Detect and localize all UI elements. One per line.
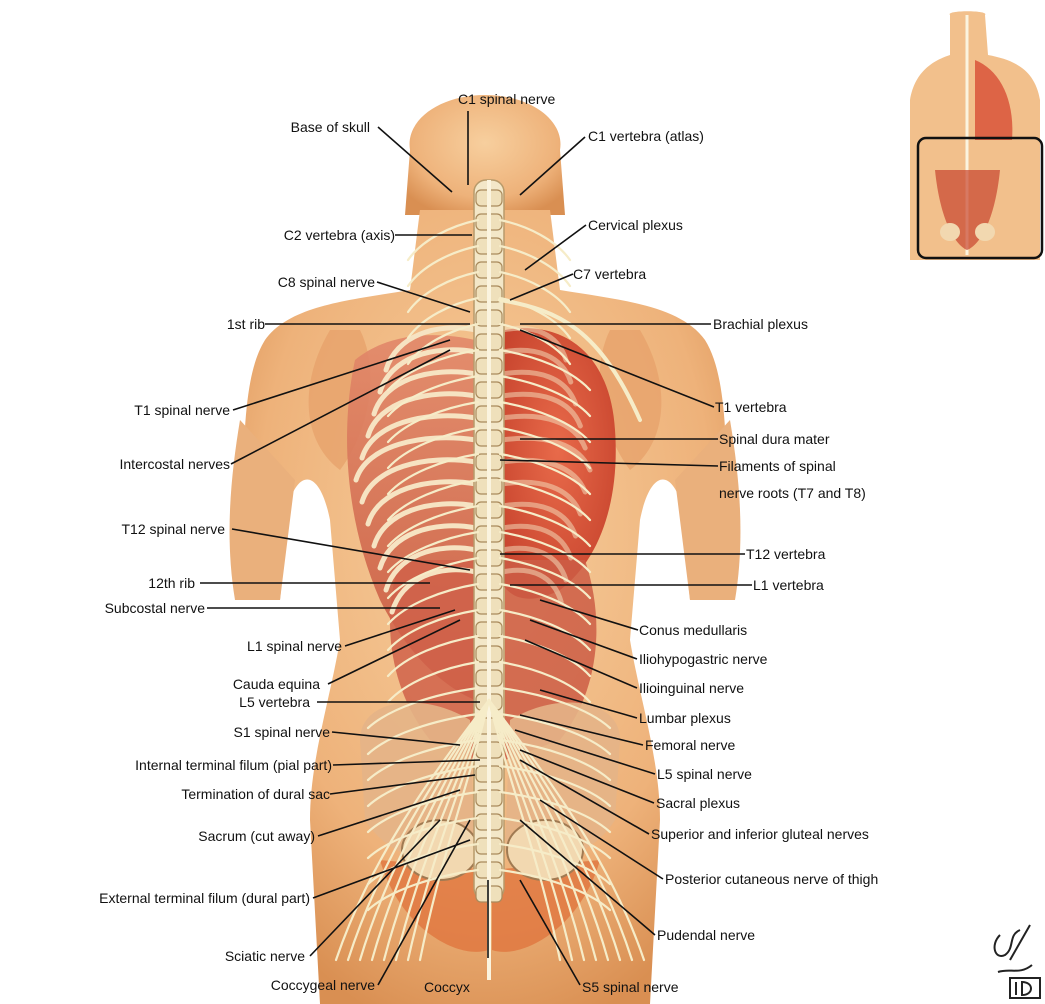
- label-posterior-cutaneous-nerve: Posterior cutaneous nerve of thigh: [665, 871, 878, 887]
- label-intercostal-nerves: Intercostal nerves: [120, 456, 231, 472]
- label-l1-vertebra: L1 vertebra: [753, 577, 824, 593]
- label-base-of-skull: Base of skull: [291, 119, 370, 135]
- label-lumbar-plexus: Lumbar plexus: [639, 710, 731, 726]
- label-ilioinguinal-nerve: Ilioinguinal nerve: [639, 680, 744, 696]
- label-c7-vertebra: C7 vertebra: [573, 266, 646, 282]
- label-pudendal-nerve: Pudendal nerve: [657, 927, 755, 943]
- label-filaments-spinal-2: nerve roots (T7 and T8): [719, 485, 866, 501]
- label-external-terminal-filum: External terminal filum (dural part): [99, 890, 310, 906]
- torso-thumbnail-icon: [905, 5, 1045, 275]
- label-cervical-plexus: Cervical plexus: [588, 217, 683, 233]
- label-l1-spinal-nerve: L1 spinal nerve: [247, 638, 342, 654]
- label-cauda-equina: Cauda equina: [233, 676, 320, 692]
- label-coccygeal-nerve: Coccygeal nerve: [271, 977, 375, 993]
- label-filaments-spinal-1: Filaments of spinal: [719, 458, 836, 474]
- label-12th-rib: 12th rib: [148, 575, 195, 591]
- label-s1-spinal-nerve: S1 spinal nerve: [233, 724, 330, 740]
- label-femoral-nerve: Femoral nerve: [645, 737, 735, 753]
- label-sacrum: Sacrum (cut away): [198, 828, 315, 844]
- label-brachial-plexus: Brachial plexus: [713, 316, 808, 332]
- label-c2-vertebra: C2 vertebra (axis): [284, 227, 395, 243]
- label-c1-spinal-nerve: C1 spinal nerve: [458, 91, 555, 107]
- label-l5-vertebra: L5 vertebra: [239, 694, 310, 710]
- label-t1-spinal-nerve: T1 spinal nerve: [134, 402, 230, 418]
- label-t1-vertebra: T1 vertebra: [715, 399, 787, 415]
- label-c1-vertebra: C1 vertebra (atlas): [588, 128, 704, 144]
- artist-signature-icon: [995, 925, 1040, 998]
- label-spinal-dura-mater: Spinal dura mater: [719, 431, 830, 447]
- label-sciatic-nerve: Sciatic nerve: [225, 948, 305, 964]
- label-gluteal-nerves: Superior and inferior gluteal nerves: [651, 826, 869, 842]
- label-iliohypogastric-nerve: Iliohypogastric nerve: [639, 651, 767, 667]
- label-t12-spinal-nerve: T12 spinal nerve: [121, 521, 225, 537]
- label-coccyx: Coccyx: [424, 979, 470, 995]
- label-subcostal-nerve: Subcostal nerve: [105, 600, 205, 616]
- label-c8-spinal-nerve: C8 spinal nerve: [278, 274, 375, 290]
- label-l5-spinal-nerve: L5 spinal nerve: [657, 766, 752, 782]
- label-conus-medullaris: Conus medullaris: [639, 622, 747, 638]
- label-t12-vertebra: T12 vertebra: [746, 546, 825, 562]
- label-internal-terminal-filum: Internal terminal filum (pial part): [135, 757, 332, 773]
- label-s5-spinal-nerve: S5 spinal nerve: [582, 979, 679, 995]
- label-sacral-plexus: Sacral plexus: [656, 795, 740, 811]
- label-1st-rib: 1st rib: [227, 316, 265, 332]
- label-termination-dural-sac: Termination of dural sac: [181, 786, 330, 802]
